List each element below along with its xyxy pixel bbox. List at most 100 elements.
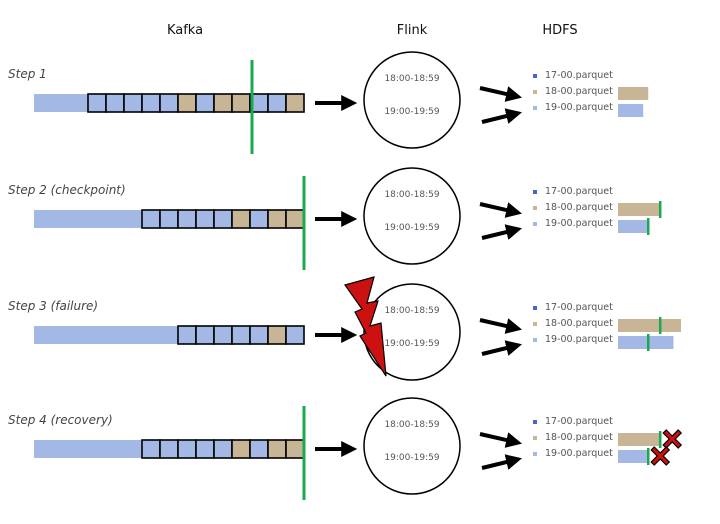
step-label: Step 4 (recovery)	[8, 413, 113, 427]
hdfs-file-name: 19-00.parquet	[545, 334, 613, 345]
kafka-record	[177, 93, 197, 113]
arrow-icon	[481, 108, 522, 124]
kafka-record	[267, 93, 287, 113]
legend-square-icon	[533, 420, 537, 424]
kafka-record	[177, 209, 197, 229]
flink-operator	[363, 167, 461, 265]
step-label: Step 3 (failure)	[8, 299, 98, 313]
kafka-record	[285, 93, 305, 113]
hdfs-file-size-bar	[618, 336, 674, 349]
kafka-record	[123, 93, 143, 113]
arrow-icon	[479, 86, 523, 102]
kafka-record	[213, 93, 233, 113]
kafka-record	[177, 439, 197, 459]
flink-header: Flink	[397, 23, 428, 38]
kafka-record	[267, 439, 287, 459]
kafka-record	[195, 325, 215, 345]
discard-x-icon	[662, 429, 683, 449]
legend-square-icon	[533, 452, 537, 456]
legend-square-icon	[533, 322, 537, 326]
flink-time-window: 18:00-18:59	[384, 420, 439, 430]
kafka-record	[159, 439, 179, 459]
hdfs-file-size-bar	[618, 433, 661, 446]
kafka-consumed-log	[34, 440, 142, 458]
kafka-record	[159, 209, 179, 229]
kafka-record	[213, 439, 233, 459]
kafka-record	[195, 93, 215, 113]
hdfs-file-size-bar	[618, 203, 661, 216]
kafka-record	[141, 209, 161, 229]
hdfs-file-name: 19-00.parquet	[545, 102, 613, 113]
hdfs-file-name: 19-00.parquet	[545, 218, 613, 229]
hdfs-file-name: 18-00.parquet	[545, 86, 613, 97]
kafka-record	[285, 209, 305, 229]
hdfs-file-name: 18-00.parquet	[545, 202, 613, 213]
legend-square-icon	[533, 190, 537, 194]
arrow-icon	[481, 340, 522, 356]
legend-square-icon	[533, 74, 537, 78]
hdfs-file-name: 18-00.parquet	[545, 432, 613, 443]
kafka-header: Kafka	[167, 23, 203, 38]
hdfs-file-size-bar	[618, 319, 681, 332]
legend-square-icon	[533, 338, 537, 342]
flink-time-window: 19:00-19:59	[384, 107, 439, 117]
kafka-record	[231, 325, 251, 345]
hdfs-file-size-bar	[618, 104, 644, 117]
flink-operator	[363, 283, 461, 381]
kafka-consumed-log	[34, 326, 178, 344]
legend-square-icon	[533, 106, 537, 110]
kafka-record	[267, 209, 287, 229]
hdfs-file-name: 17-00.parquet	[545, 186, 613, 197]
hdfs-file-name: 17-00.parquet	[545, 302, 613, 313]
flink-operator	[363, 51, 461, 149]
flink-time-window: 18:00-18:59	[384, 190, 439, 200]
arrow-icon	[479, 202, 523, 218]
step-label: Step 1	[8, 67, 47, 81]
kafka-record	[249, 209, 269, 229]
kafka-record	[285, 439, 305, 459]
kafka-record	[267, 325, 287, 345]
step-row: Step 2 (checkpoint) 18:00-18:59 19:00-19:5…	[8, 167, 662, 270]
arrow-icon	[479, 432, 523, 448]
kafka-record	[195, 209, 215, 229]
kafka-consumed-log	[34, 210, 142, 228]
legend-square-icon	[533, 222, 537, 226]
flink-time-window: 18:00-18:59	[384, 306, 439, 316]
legend-square-icon	[533, 90, 537, 94]
step-label: Step 2 (checkpoint)	[8, 183, 126, 197]
legend-square-icon	[533, 206, 537, 210]
legend-square-icon	[533, 436, 537, 440]
flink-time-window: 19:00-19:59	[384, 223, 439, 233]
step-row: Step 3 (failure) 18:00-18:59 19:00-19:59 17…	[8, 276, 681, 381]
kafka-record	[105, 93, 125, 113]
kafka-consumed-log	[34, 94, 88, 112]
hdfs-header: HDFS	[542, 23, 577, 38]
kafka-record	[213, 325, 233, 345]
kafka-record	[231, 439, 251, 459]
lightning-failure-icon	[344, 276, 387, 377]
hdfs-file-name: 17-00.parquet	[545, 70, 613, 81]
hdfs-file-size-bar	[618, 220, 649, 233]
kafka-record	[231, 209, 251, 229]
hdfs-file-size-bar	[618, 450, 649, 463]
discard-x-icon	[650, 446, 671, 466]
step-row: Step 4 (recovery)18:00-18:5919:00-19:591…	[8, 397, 683, 500]
kafka-record	[159, 93, 179, 113]
kafka-record	[285, 325, 305, 345]
arrow-icon	[481, 454, 522, 470]
kafka-record	[87, 93, 107, 113]
kafka-record	[141, 439, 161, 459]
kafka-record	[141, 93, 161, 113]
flink-time-window: 19:00-19:59	[384, 339, 439, 349]
kafka-record	[195, 439, 215, 459]
hdfs-file-name: 19-00.parquet	[545, 448, 613, 459]
legend-square-icon	[533, 306, 537, 310]
kafka-record	[177, 325, 197, 345]
kafka-record	[249, 325, 269, 345]
arrow-icon	[479, 318, 523, 334]
hdfs-file-name: 17-00.parquet	[545, 416, 613, 427]
kafka-record	[249, 439, 269, 459]
arrow-icon	[481, 224, 522, 240]
